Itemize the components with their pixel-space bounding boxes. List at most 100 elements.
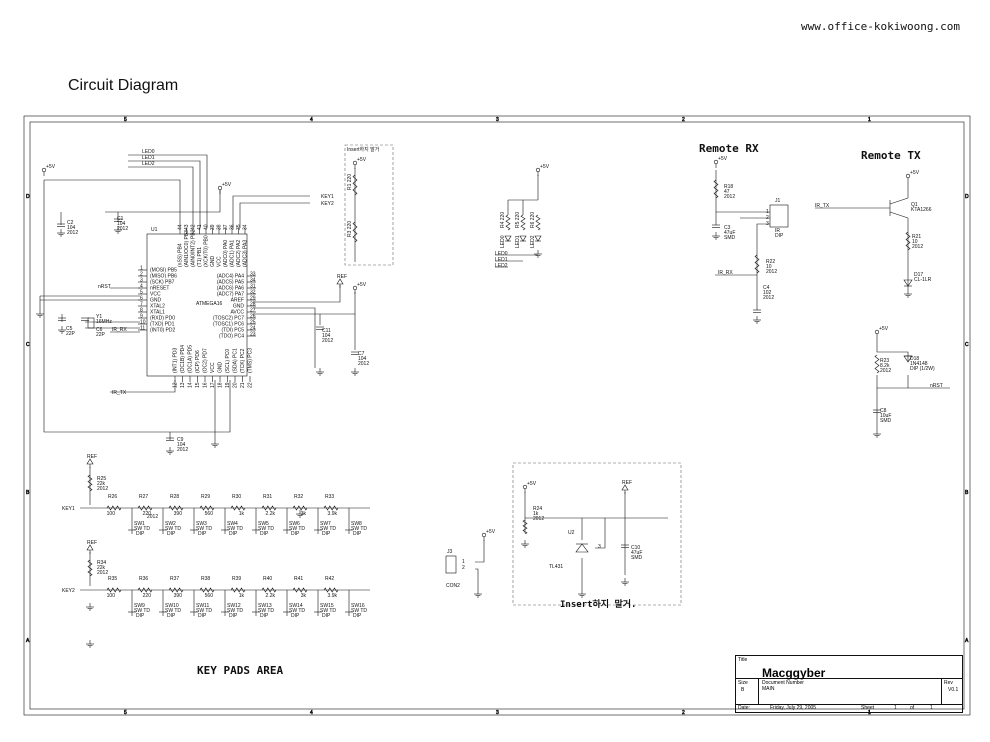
- cap-c3-label: C3: [724, 225, 731, 231]
- net-led1: LED1: [142, 155, 155, 161]
- connector-j3: [445, 555, 457, 574]
- keypad-resistor-value: 2.2k: [266, 593, 276, 599]
- cap-c7-label: C7: [358, 351, 365, 357]
- frame-row-label: A: [26, 638, 30, 644]
- resistor-r23-label: 8.2k: [880, 363, 890, 369]
- ground-symbol: [350, 367, 360, 376]
- j1-pin-num: 3: [766, 221, 769, 227]
- mcu-bottom-pin-num: 22: [248, 382, 254, 388]
- cap-c9-label: 104: [177, 442, 186, 448]
- mcu-right-pin-name: (TOSC1) PC6: [213, 322, 244, 328]
- resistor-r34-label: 22k: [97, 565, 106, 571]
- cap-c6-value: 22P: [96, 332, 106, 338]
- title-label: Title: [738, 657, 748, 663]
- resistor-r18: [713, 179, 719, 199]
- crystal-y1-label: Y1: [96, 314, 102, 320]
- mcu-top-pin-num: 35: [236, 224, 242, 230]
- keypad-switch-pkg: DIP: [167, 531, 176, 537]
- cap-c5-label: C5: [66, 326, 73, 332]
- cap-c1-label: C1: [117, 216, 124, 222]
- keypad-resistor: [261, 587, 277, 593]
- frame-col-label: 2: [682, 117, 685, 123]
- resistor-led-label: R6 220: [530, 212, 536, 228]
- size-label: Size: [738, 680, 748, 686]
- mcu-left-pin-name: (RXD) PD0: [150, 316, 175, 322]
- keypad-switch-pkg: DIP: [229, 531, 238, 537]
- resistor-led-label: R4 220: [500, 212, 506, 228]
- shunt-u2: [575, 543, 589, 553]
- connector-j1-ref: J1: [775, 198, 781, 204]
- keypad-switch-type: SW TD: [165, 526, 181, 532]
- keypad-resistor-value: 2.2k: [266, 511, 276, 517]
- frame-row-label: D: [26, 194, 30, 200]
- frame-col-label-bottom: 5: [124, 710, 127, 716]
- resistor-r18-label: R18: [724, 184, 733, 190]
- mcu-right-pin-num: 27: [250, 308, 256, 314]
- mcu-left-pin-name: (SCK) PB7: [150, 280, 175, 286]
- ref-label: REF: [87, 454, 97, 460]
- keypad-resistor-ref: R36: [139, 576, 148, 582]
- keypad-switch-ref: SW16: [351, 603, 365, 609]
- keypad-switch-ref: SW1: [134, 521, 145, 527]
- section-keypads: KEY PADS AREA: [197, 664, 283, 677]
- keypad-switch-pkg: DIP: [291, 531, 300, 537]
- keypad-switch-type: SW TD: [289, 608, 305, 614]
- keypad-resistor-ref: R39: [232, 576, 241, 582]
- resistor-r1: [352, 174, 358, 196]
- keypad-switch-type: SW TD: [351, 526, 367, 532]
- net-led0: LED0: [142, 149, 155, 155]
- keypad-resistor-value: 3k: [301, 593, 307, 599]
- mcu-left-pin-num: 9: [140, 314, 143, 320]
- transistor-q1-label: Q1: [911, 202, 918, 208]
- mcu-top-pin-num: 43: [184, 224, 190, 230]
- keypad-resistor-ref: R28: [170, 494, 179, 500]
- keypad-resistor-value: 220: [143, 593, 152, 599]
- mcu-left-pin-num: 8: [140, 308, 143, 314]
- keypad-resistor-ref: R30: [232, 494, 241, 500]
- net-labels: LED0 LED1 LED2 KEY1 KEY2 nRST IR_RX IR_T…: [62, 149, 943, 594]
- mcu-bottom-pin-name: (TMS) PC3: [248, 348, 254, 373]
- frame-col-label-bottom: 2: [682, 710, 685, 716]
- vcc-label: +5V: [527, 481, 537, 487]
- resistor-r24-label: 1k: [533, 511, 539, 517]
- keypad-resistor: [137, 505, 153, 511]
- net-led2: LED2: [142, 161, 155, 167]
- mcu-bottom-pin-num: 15: [195, 382, 201, 388]
- mcu-bottom-pin-name: (INT1) PD3: [173, 348, 179, 374]
- keypad-switch-ref: SW4: [227, 521, 238, 527]
- mcu-left-pin-name: (TXD) PD1: [150, 322, 175, 328]
- cap-c4-label: 102: [763, 290, 772, 296]
- ground-symbol: [533, 249, 543, 258]
- j3-pin-2: 2: [462, 565, 465, 571]
- sheet-label: Sheet: [861, 705, 875, 711]
- keypad-switch-pkg: DIP: [198, 531, 207, 537]
- crystal-y1: [87, 317, 95, 329]
- net-ir-rx-b: IR_RX: [718, 270, 733, 276]
- keypad-switch-ref: SW9: [134, 603, 145, 609]
- keypad-resistor-value: 560: [205, 593, 214, 599]
- frame-row-label-right: C: [965, 342, 969, 348]
- cap-c1-label: 2012: [117, 226, 128, 232]
- ground-symbol: [473, 589, 483, 598]
- ground-symbol: [752, 315, 762, 324]
- mcu-right-pin-num: 31: [250, 284, 256, 290]
- keypad-switch-ref: SW2: [165, 521, 176, 527]
- mcu-right-pin-num: 32: [250, 290, 256, 296]
- frame-col-label: 1: [868, 117, 871, 123]
- docnum-label: Document Number: [762, 680, 804, 686]
- keypad-switch-ref: SW14: [289, 603, 303, 609]
- led-d17-label: D17: [914, 272, 923, 278]
- keypad-resistor-value: 3.9k: [328, 593, 338, 599]
- cap-c8-label: SMD: [880, 418, 892, 424]
- ground-symbol: [520, 539, 530, 548]
- cap-c11-label: C11: [322, 328, 331, 334]
- mcu-left-pin-num: 10: [140, 320, 146, 326]
- keypad-resistor-value: 100: [107, 593, 116, 599]
- keypad-resistor-value: 100: [107, 511, 116, 517]
- resistor-led-2: [535, 214, 541, 231]
- keypad-switch-ref: SW15: [320, 603, 334, 609]
- keypad-switch-ref: SW12: [227, 603, 241, 609]
- cap-c3-label: SMD: [724, 235, 736, 241]
